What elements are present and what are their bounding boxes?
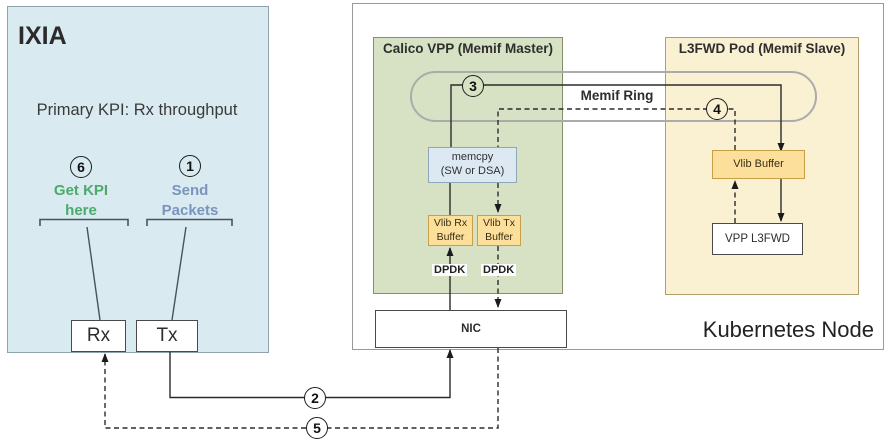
step-6-circle: 6 xyxy=(70,156,92,178)
rx-port-box: Rx xyxy=(71,320,126,352)
memcpy-label-line1: memcpy xyxy=(451,151,494,164)
ixia-panel xyxy=(7,6,269,353)
get-kpi-label: Get KPI here xyxy=(39,181,123,221)
get-kpi-line1: Get KPI xyxy=(53,182,109,199)
calico-vpp-title: Calico VPP (Memif Master) xyxy=(382,41,554,56)
vpp-l3fwd-box: VPP L3FWD xyxy=(712,223,803,255)
step-3-circle: 3 xyxy=(462,75,484,97)
step-1-circle: 1 xyxy=(179,155,201,177)
vlib-tx-buffer-box: Vlib Tx Buffer xyxy=(477,215,521,246)
memcpy-label-line2: (SW or DSA) xyxy=(440,165,505,177)
vlib-buffer-label: Vlib Buffer xyxy=(733,157,784,170)
vlib-rx-buffer-box: Vlib Rx Buffer xyxy=(428,215,473,246)
dpdk-rx-label: DPDK xyxy=(432,264,468,276)
step-5-circle: 5 xyxy=(306,417,328,439)
vlib-buffer-box: Vlib Buffer xyxy=(712,150,805,179)
vlib-tx-line1: Vlib Tx xyxy=(483,217,515,230)
l3fwd-pod-title: L3FWD Pod (Memif Slave) xyxy=(678,41,846,56)
nic-box: NIC xyxy=(375,310,567,348)
tx-port-box: Tx xyxy=(136,320,198,352)
vlib-tx-line2: Buffer xyxy=(485,230,513,243)
memif-ring-label: Memif Ring xyxy=(580,88,654,103)
step-4-circle: 4 xyxy=(706,98,728,120)
memcpy-box: memcpy (SW or DSA) xyxy=(428,147,517,183)
rx-port-label: Rx xyxy=(86,325,111,347)
ixia-title: IXIA xyxy=(18,22,67,50)
step-2-circle: 2 xyxy=(304,387,326,409)
kubernetes-node-label: Kubernetes Node xyxy=(702,317,874,342)
dpdk-tx-label: DPDK xyxy=(481,264,517,276)
primary-kpi-text: Primary KPI: Rx throughput xyxy=(36,101,238,119)
nic-label: NIC xyxy=(461,322,481,335)
send-packets-label: Send Packets xyxy=(148,181,232,221)
vlib-rx-line1: Vlib Rx xyxy=(433,217,468,230)
send-packets-line2: Packets xyxy=(161,202,219,219)
tx-port-label: Tx xyxy=(156,325,178,347)
get-kpi-line2: here xyxy=(65,202,97,219)
vlib-rx-line2: Buffer xyxy=(436,230,465,243)
vpp-l3fwd-label: VPP L3FWD xyxy=(725,232,790,245)
send-packets-line1: Send xyxy=(171,182,209,199)
